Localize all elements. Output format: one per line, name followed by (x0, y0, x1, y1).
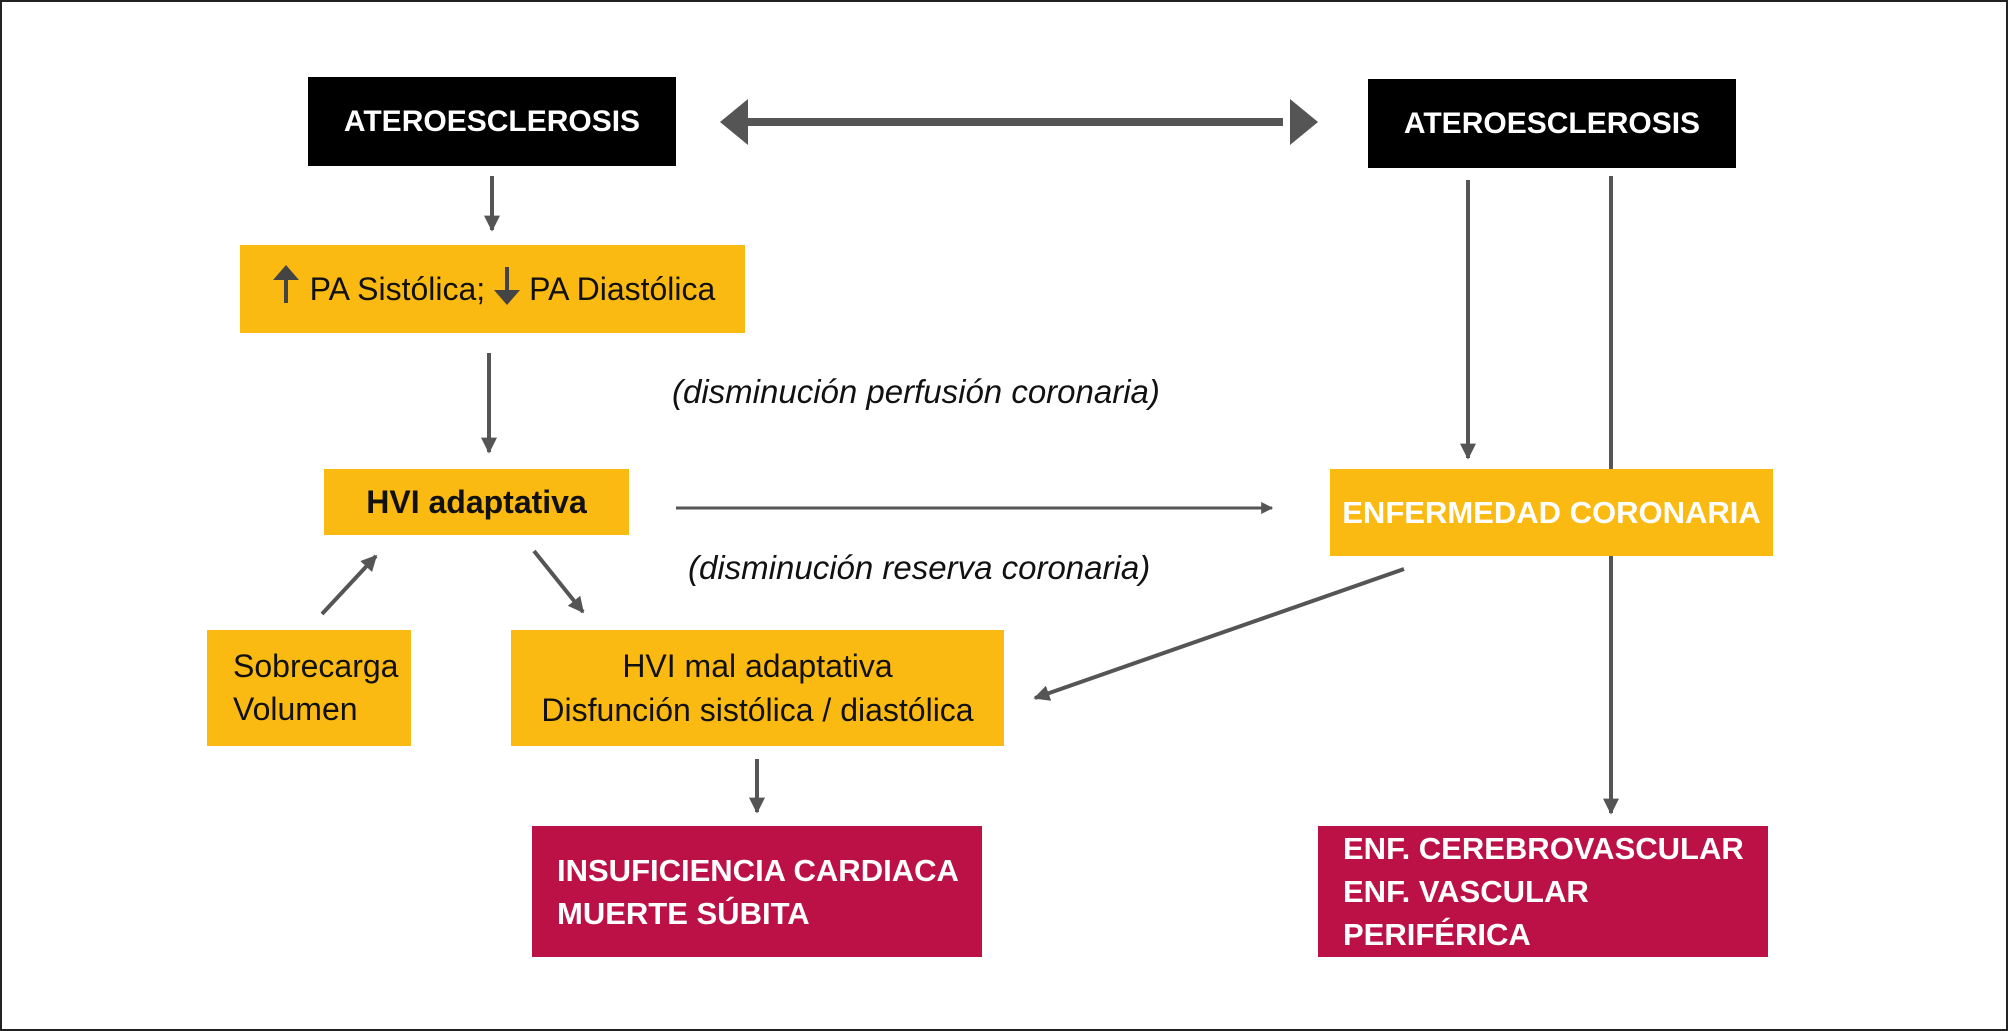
arrow-hvi-to-hvimal (532, 549, 585, 614)
node-atero-left-label: ATEROESCLEROSIS (343, 104, 641, 138)
node-enfermedad-coronaria: ENFERMEDAD CORONARIA (1330, 469, 1773, 556)
insuficiencia-line2: MUERTE SÚBITA (557, 895, 810, 931)
sobrecarga-line1: Sobrecarga (233, 648, 399, 684)
node-sobrecarga: Sobrecarga Volumen (207, 630, 411, 746)
pa-diastolic-label: PA Diastólica (529, 270, 716, 307)
node-hvi-adaptativa-label: HVI adaptativa (366, 483, 587, 520)
double-arrow-atero (720, 99, 1318, 145)
node-hvi-adaptativa: HVI adaptativa (324, 469, 629, 535)
cerebro-line2: ENF. VASCULAR PERIFÉRICA (1343, 874, 1589, 952)
annotation-perfusion: (disminución perfusión coronaria) (672, 373, 1160, 410)
node-insuficiencia-cardiaca: INSUFICIENCIA CARDIACA MUERTE SÚBITA (532, 826, 982, 957)
annotation-reserva: (disminución reserva coronaria) (688, 549, 1151, 586)
node-atero-left: ATEROESCLEROSIS (308, 77, 676, 166)
arrow-sobrecarga-to-hvi (320, 554, 378, 616)
node-hvi-mal-adaptativa: HVI mal adaptativa Disfunción sistólica … (511, 630, 1004, 746)
node-enfermedad-coronaria-label: ENFERMEDAD CORONARIA (1342, 494, 1761, 530)
node-atero-right-label: ATEROESCLEROSIS (1403, 106, 1701, 140)
hvi-mal-line1: HVI mal adaptativa (622, 648, 893, 684)
cerebro-line1: ENF. CEREBROVASCULAR (1343, 831, 1744, 866)
pa-systolic-label: PA Sistólica; (309, 270, 486, 307)
insuficiencia-line1: INSUFICIENCIA CARDIACA (557, 852, 959, 888)
pa-down-arrow-icon (491, 265, 523, 313)
node-pa: PA Sistólica; PA Diastólica (240, 245, 745, 333)
pa-up-arrow-icon (270, 265, 302, 313)
node-atero-right: ATEROESCLEROSIS (1368, 79, 1736, 168)
hvi-mal-line2: Disfunción sistólica / diastólica (541, 692, 974, 728)
node-enf-cerebrovascular: ENF. CEREBROVASCULAR ENF. VASCULAR PERIF… (1318, 826, 1768, 957)
sobrecarga-line2: Volumen (233, 691, 358, 727)
arrow-enfermedad-to-hvimal (1033, 567, 1405, 701)
